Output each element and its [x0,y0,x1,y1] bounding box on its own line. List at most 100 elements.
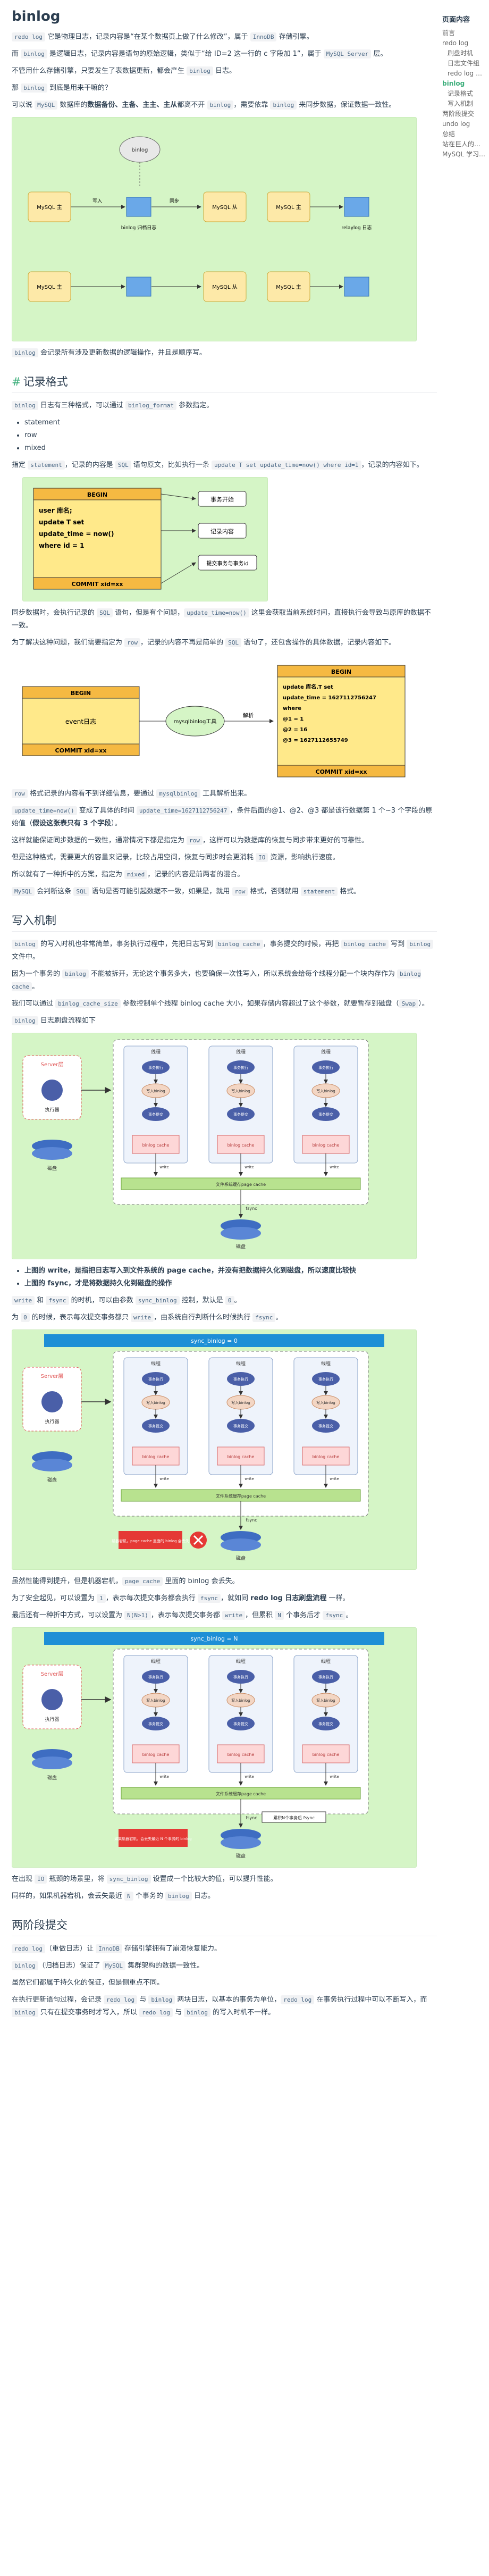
warning-label: 如果机器宕机，会丢失最近 N 个事务的 binlog [114,1836,191,1841]
text: ，事务提交的时候，再把 [263,940,341,948]
text: 日志。 [213,67,237,75]
toc-item[interactable]: redo log 小结 [448,70,487,77]
inline-code: InnoDB [96,1944,122,1953]
inline-code: update_time=now() [184,608,249,617]
statement-line: where id = 1 [39,542,84,549]
text: 数据库的 [57,101,88,109]
binlog-cache-box [302,1135,350,1154]
toc-item[interactable]: MySQL 学习推荐 [442,150,487,158]
paragraph: 同样的，如果机器宕机，会丢失最近 N 个事务的 binlog 日志。 [12,1890,437,1903]
toc-item[interactable]: 总结 [442,130,456,138]
toc-item[interactable]: 刷盘时机 [448,49,474,57]
toc-item[interactable]: 写入机制 [448,100,474,107]
text: 不管用什么存储引擎，只要发生了表数据更新，都会产生 [12,67,187,75]
cache-label: binlog cache [227,1454,255,1459]
toc-item[interactable]: redo log [442,39,469,47]
cache-label: binlog cache [142,1454,170,1459]
paragraph: binlog 日志有三种格式，可以通过 binlog_format 参数指定。 [12,399,437,412]
step-label: 写入binlog [316,1089,335,1093]
write-label: write [159,1477,169,1481]
text: 和 [35,1297,46,1304]
inline-code: 0 [225,1296,234,1305]
label-binlog-file: binlog 归档日志 [121,224,157,231]
thread-label: 线程 [151,1658,161,1665]
inline-code: binlog [407,940,434,949]
label-box [198,523,247,539]
step-label: 事务执行 [148,1377,163,1382]
flush-svg: sync_binlog = NServer层执行器磁盘线程事务执行写入binlo… [22,1632,384,1859]
relay-file-icon-2 [344,277,369,297]
label-master: MySQL 主 [37,204,62,211]
disk-label: 磁盘 [47,1775,57,1781]
text: 语句是否可能引起数据不一致，如果是，就用 [89,888,232,896]
toc-item[interactable]: 记录格式 [448,90,474,97]
inline-code: InnoDB [250,32,277,41]
text: 参数控制单个线程 binlog cache 大小，如果存储内容超过了这个参数，就… [120,1000,399,1008]
toc-item[interactable]: 前言 [442,29,456,37]
anchor-icon[interactable]: # [12,375,21,388]
statement-box [33,488,162,590]
text: ，由系统自行判断什么时候执行 [154,1314,253,1322]
parsed-line: where [283,706,301,712]
list-item: row [24,429,437,442]
paragraph: 为了安全起见，可以设置为 1，表示每次提交事务都会执行 fsync，就如同 re… [12,1592,437,1605]
inline-code: binlog [62,969,89,978]
inline-code: binlog [12,940,38,949]
text: 的时候，表示每次提交事务都只 [29,1314,131,1322]
inline-code: redo log [12,1944,45,1953]
executor-icon [41,1689,63,1710]
text: 资源，影响执行速度。 [268,854,340,862]
label-relay: relaylog 日志 [342,224,372,231]
inline-code: binlog [187,66,213,76]
inline-code: update T set update_time=now() where id=… [212,461,361,470]
text: 日志刷盘流程如下 [38,1017,96,1025]
paragraph: 为 0 的时候，表示每次提交事务都只 write，由系统自行判断什么时候执行 f… [12,1311,437,1324]
step-label: 事务执行 [318,1675,333,1679]
paragraph: update_time=now() 变成了具体的时间 update_time=1… [12,805,437,830]
inline-code: MySQL [102,1961,126,1970]
text: 格式。 [338,888,361,896]
text: 为了解决这种问题，我们需要指定为 [12,639,125,647]
toc-item[interactable]: binlog [442,80,465,87]
cache-label: binlog cache [313,1454,340,1459]
write-label: write [330,1477,339,1481]
paragraph: 那 binlog 到底是用来干嘛的？ [12,82,437,95]
text: 指定 [12,461,28,469]
step-label: 事务提交 [318,1112,333,1117]
parsed-box [277,665,406,777]
text: 但是这种格式，需要更大的容量来记录，比较占用空间，恢复与同步时会更消耗 [12,854,256,862]
label-master-2: MySQL 主 [276,204,301,211]
inline-code: write [222,1611,246,1620]
sync-banner-label: sync_binlog = 0 [191,1337,238,1344]
text: 日志有三种格式，可以通过 [38,402,126,409]
heading-two-phase: 两阶段提交 [12,1917,437,1936]
cache-label: binlog cache [313,1143,340,1148]
text: 到底是用来干嘛的？ [47,84,112,92]
thread-label: 线程 [151,1360,161,1367]
step-label: 事务提交 [318,1721,333,1726]
executor-label: 执行器 [45,1716,59,1722]
toc-item[interactable]: 两阶段提交 [442,110,475,118]
flush-svg: sync_binlog = 0Server层执行器磁盘线程事务执行写入binlo… [22,1334,384,1561]
inline-code: binlog [12,1016,38,1025]
inline-code: binlog cache [215,940,263,949]
toc-item[interactable]: undo log [442,120,470,128]
inline-code: redo log [104,1995,138,2004]
text: ）。 [111,819,122,827]
inline-code: N(N>1) [124,1611,151,1620]
toc-item[interactable]: 日志文件组 [448,60,480,67]
inline-code: binlog [21,49,47,58]
paragraph: 这样就能保证同步数据的一致性，通常情况下都是指定为 row，这样可以为数据库的恢… [12,834,437,847]
text: ，记录的内容是 [64,461,115,469]
thread-label: 线程 [321,1658,331,1665]
paragraph: 虽然性能得到提升，但是机器宕机，page cache 里面的 binlog 会丢… [12,1575,437,1588]
inline-code: redo log [139,2008,173,2017]
toc-item[interactable]: 站在巨人的肩膀上 [442,140,487,148]
step-label: 写入binlog [146,1089,165,1093]
text: ，表示每次提交事务都 [150,1611,223,1619]
page-cache-label: 文件系统缓存page cache [216,1791,266,1796]
cache-label: binlog cache [313,1752,340,1757]
binlog-cache-box [132,1135,180,1154]
sync-banner [44,1334,384,1347]
